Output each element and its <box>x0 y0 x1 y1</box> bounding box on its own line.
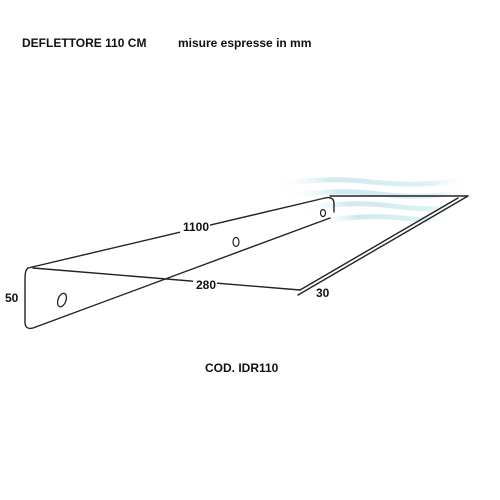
shelf-lip <box>297 195 469 296</box>
dimension-height-label: 50 <box>5 291 19 305</box>
units-note: misure espresse in mm <box>178 36 312 50</box>
product-code: COD. IDR110 <box>205 361 279 375</box>
mounting-hole-middle <box>232 236 240 248</box>
label-bg <box>180 219 210 233</box>
dimension-length-label: 1100 <box>183 220 209 234</box>
deflector-outline <box>24 195 469 330</box>
front-plate-top-edge <box>27 196 335 269</box>
dimension-depth-label: 280 <box>196 278 216 292</box>
front-plate <box>24 217 331 330</box>
shelf-left-edge <box>32 267 301 291</box>
shelf-front-edge <box>299 197 459 291</box>
mounting-hole-left <box>56 292 68 308</box>
dimension-lip-label: 30 <box>316 286 330 300</box>
air-flow-illustration <box>269 175 475 225</box>
label-bg <box>193 277 217 291</box>
mounting-hole-right <box>319 208 327 218</box>
drawing-title: DEFLETTORE 110 CM <box>22 36 147 50</box>
